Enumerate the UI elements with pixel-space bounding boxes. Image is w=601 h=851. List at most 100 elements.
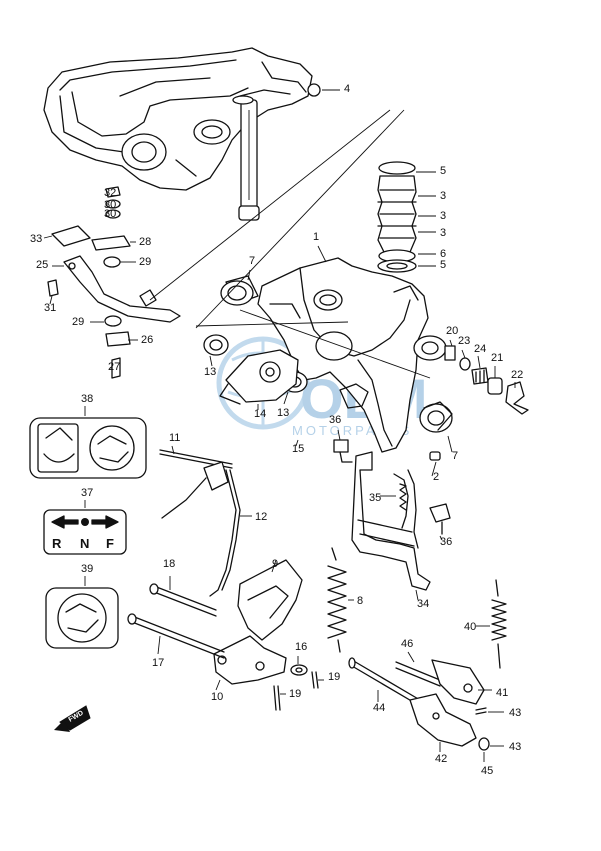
callout-number-45: 45: [481, 765, 493, 777]
lever-rod: [159, 449, 241, 597]
decal-37-letter-r: R: [52, 536, 62, 551]
decal-37: R N F: [43, 509, 127, 555]
callout-leader-line: [171, 445, 175, 455]
callout-leader-line: [449, 339, 453, 347]
bolt-17: [127, 613, 225, 659]
callout-number-44: 44: [373, 702, 385, 714]
bracket-9: [237, 559, 303, 641]
callout-number-36: 36: [440, 536, 452, 548]
callout-leader-line: [157, 635, 161, 655]
callout-number-30: 30: [104, 208, 116, 220]
callout-number-26: 26: [141, 334, 153, 346]
callout-leader-line: [247, 269, 251, 281]
callout-number-18: 18: [163, 558, 175, 570]
callout-number-13: 13: [277, 407, 289, 419]
washer-16: [290, 664, 308, 676]
pin-2: [429, 451, 441, 461]
callout-number-32: 32: [104, 187, 116, 199]
callout-number-24: 24: [474, 343, 486, 355]
callout-number-5: 5: [440, 259, 446, 271]
callout-number-6: 6: [440, 248, 446, 260]
spring-40: [491, 579, 507, 669]
callout-number-28: 28: [139, 236, 151, 248]
callout-number-40: 40: [464, 621, 476, 633]
callout-number-42: 42: [435, 753, 447, 765]
callout-number-20: 20: [446, 325, 458, 337]
callout-number-35: 35: [369, 492, 381, 504]
lever-41-42: [348, 657, 490, 751]
bushing-stack: [377, 161, 417, 273]
callout-number-21: 21: [491, 352, 503, 364]
callout-number-3: 3: [440, 227, 446, 239]
callout-number-34: 34: [417, 598, 429, 610]
bolt-18: [149, 583, 217, 617]
swivel-bracket: [43, 47, 321, 221]
callout-number-14: 14: [254, 408, 266, 420]
callout-number-11: 11: [169, 432, 180, 444]
callout-number-8: 8: [357, 595, 363, 607]
callout-number-1: 1: [313, 231, 319, 243]
callout-number-41: 41: [496, 687, 508, 699]
callout-number-33: 33: [30, 233, 42, 245]
bolt-36: [333, 439, 451, 535]
decal-38: [29, 417, 147, 479]
callout-number-25: 25: [36, 259, 48, 271]
tilt-bracket-34: [351, 451, 431, 591]
callout-number-17: 17: [152, 657, 164, 669]
callout-leader-line: [439, 535, 443, 541]
spring-8: [327, 547, 347, 653]
callout-leader-line: [295, 439, 299, 447]
callout-number-36: 36: [329, 414, 341, 426]
callout-number-3: 3: [440, 190, 446, 202]
callout-number-19: 19: [328, 671, 340, 683]
callout-leader-line: [461, 349, 466, 359]
callout-number-43: 43: [509, 707, 521, 719]
callout-leader-line: [283, 391, 289, 405]
callout-number-46: 46: [401, 638, 413, 650]
callout-number-38: 38: [81, 393, 93, 405]
callout-leader-line: [431, 461, 437, 477]
callout-number-10: 10: [211, 691, 223, 703]
callout-number-22: 22: [511, 369, 523, 381]
callout-number-30: 30: [104, 199, 116, 211]
callout-leader-line: [43, 235, 53, 239]
callout-leader-line: [49, 295, 53, 305]
bushing-7: [220, 275, 453, 433]
callout-number-15: 15: [292, 443, 304, 455]
adjuster-parts: [444, 345, 529, 415]
decal-37-letter-f: F: [106, 536, 114, 551]
callout-number-27: 27: [108, 361, 120, 373]
callout-leader-line: [447, 435, 453, 453]
lever-parts-topleft: [47, 186, 181, 379]
callout-leader-line: [337, 429, 341, 441]
callout-layer: 1233345567789101112131314151617181919202…: [30, 83, 523, 777]
bracket-10: [213, 635, 287, 685]
callout-number-12: 12: [255, 511, 267, 523]
callout-number-43: 43: [509, 741, 521, 753]
clamp-bracket: [257, 257, 447, 453]
callout-number-7: 7: [452, 450, 458, 462]
callout-number-3: 3: [440, 210, 446, 222]
callout-number-7: 7: [249, 255, 255, 267]
spring-35: [399, 483, 407, 511]
callout-number-37: 37: [81, 487, 93, 499]
callout-leader-line: [415, 589, 419, 601]
cotter-pin-19: [273, 671, 319, 711]
callout-number-4: 4: [344, 83, 350, 95]
decal-39: [45, 587, 119, 649]
callout-number-9: 9: [272, 558, 278, 570]
plate-14: [219, 349, 299, 405]
callout-leader-line: [215, 679, 221, 691]
callout-number-29: 29: [72, 316, 84, 328]
fwd-arrow: FWD: [54, 705, 91, 732]
decal-37-letter-n: N: [80, 536, 89, 551]
callout-number-16: 16: [295, 641, 307, 653]
callout-number-31: 31: [44, 302, 56, 314]
callout-leader-line: [407, 651, 415, 663]
callout-leader-line: [477, 355, 481, 369]
callout-number-23: 23: [458, 335, 470, 347]
callout-leader-line: [317, 245, 327, 263]
callout-number-2: 2: [433, 471, 439, 483]
callout-number-39: 39: [81, 563, 93, 575]
